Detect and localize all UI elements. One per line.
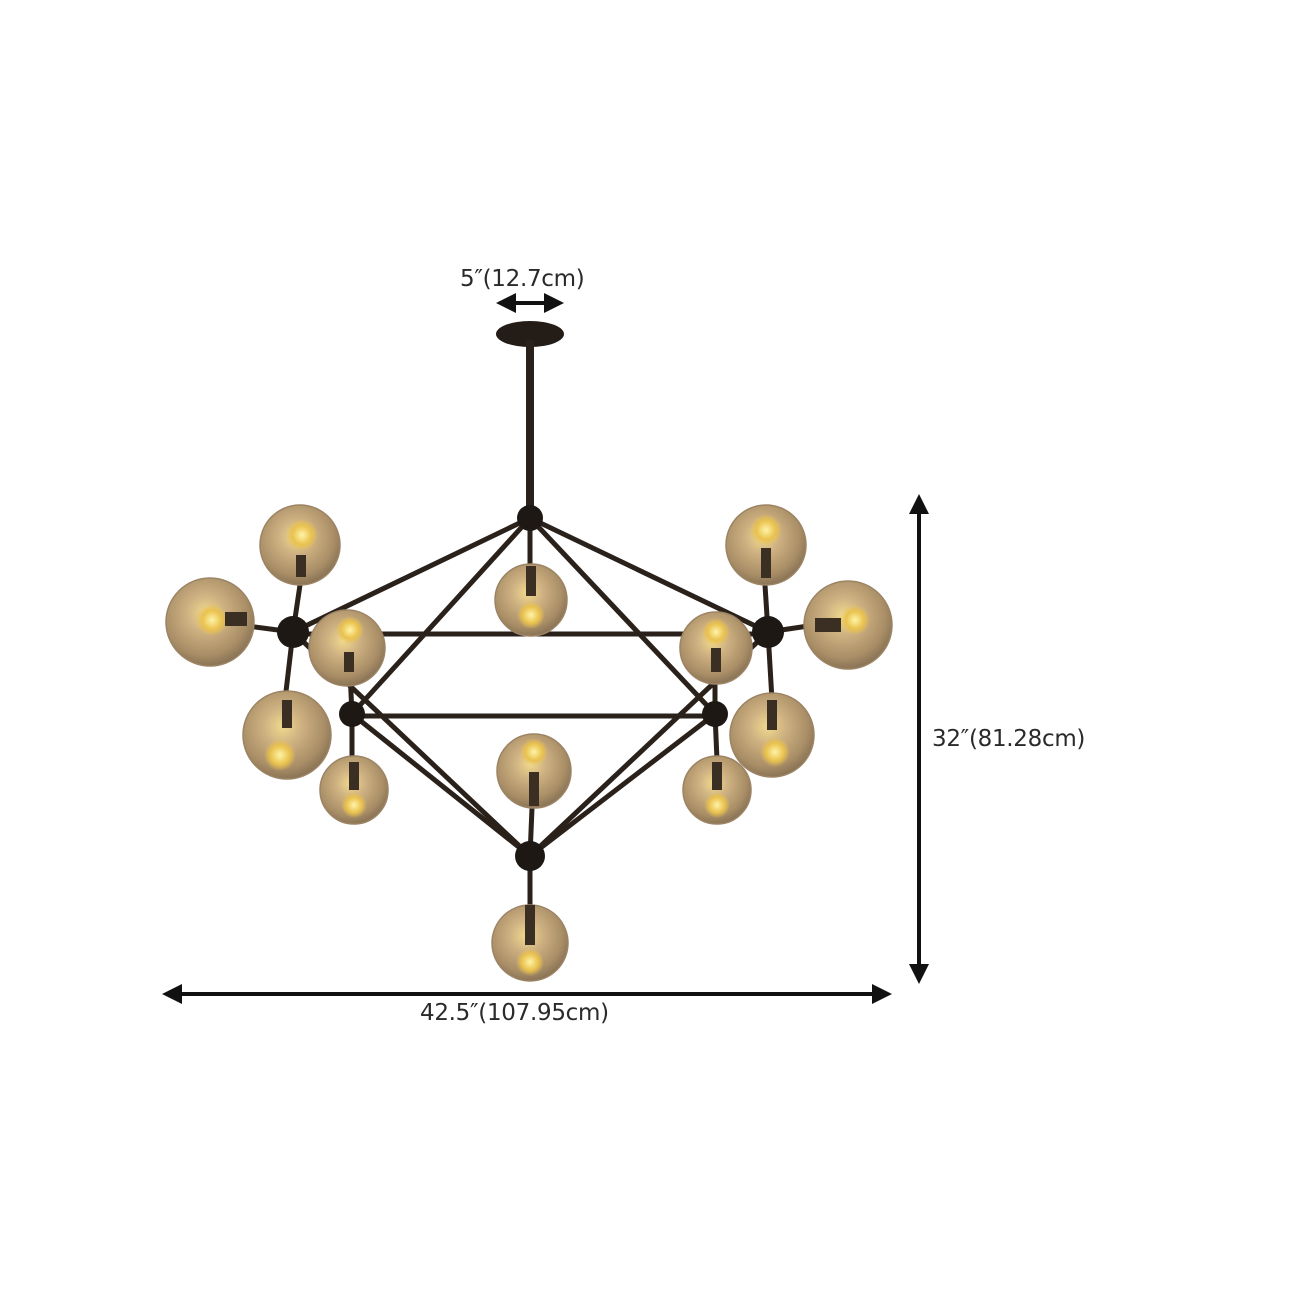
hub-joints — [277, 505, 784, 871]
globe-icon — [165, 577, 255, 667]
glass-globes — [165, 504, 893, 982]
globe-icon — [682, 755, 752, 825]
width-label: 42.5″(107.95cm) — [420, 1000, 609, 1026]
globe-icon — [494, 563, 568, 637]
globe-icon — [729, 692, 815, 778]
canopy — [496, 321, 564, 515]
globe-icon — [319, 755, 389, 825]
globe-icon — [259, 504, 341, 586]
canopy-width-label: 5″(12.7cm) — [460, 266, 585, 292]
globe-icon — [496, 733, 572, 809]
height-label: 32″(81.28cm) — [932, 726, 1086, 752]
globe-icon — [679, 611, 753, 685]
globe-icon — [242, 690, 332, 780]
globe-icon — [491, 904, 569, 982]
globe-icon — [308, 609, 386, 687]
globe-icon — [803, 580, 893, 670]
globe-icon — [725, 504, 807, 586]
